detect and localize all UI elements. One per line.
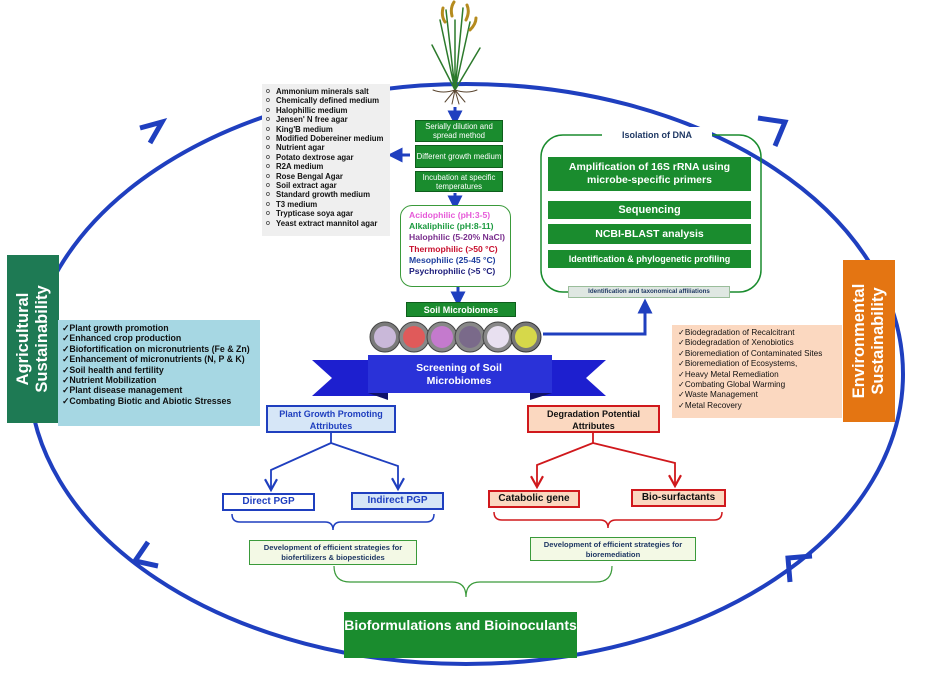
environmental-benefit-item: Biodegradation of Recalcitrant xyxy=(678,328,838,338)
agricultural-benefit-item: Biofortification on micronutrients (Fe &… xyxy=(62,344,256,354)
soil-microbiomes-label: Soil Microbiomes xyxy=(406,302,516,317)
bioremediation-strategies-box: Development of efficient strategies for … xyxy=(530,537,696,561)
growth-medium-item: R2A medium xyxy=(266,162,388,172)
bracket-pgp xyxy=(231,513,435,531)
arrow-to-dna xyxy=(543,298,653,336)
environmental-benefit-item: Metal Recovery xyxy=(678,401,838,411)
growth-medium-item: Halophillic medium xyxy=(266,106,388,116)
environmental-benefit-item: Biodegradation of Xenobiotics xyxy=(678,338,838,348)
growth-conditions: Acidophilic (pH:3-5)Alkaliphilic (pH:8-1… xyxy=(400,205,511,287)
agricultural-benefit-item: Nutrient Mobilization xyxy=(62,375,256,385)
growth-condition-item: Halophilic (5-20% NaCl) xyxy=(409,232,505,243)
agricultural-benefit-item: Soil health and fertility xyxy=(62,365,256,375)
growth-medium-item: Trypticase soya agar xyxy=(266,209,388,219)
environmental-benefit-item: Bioremediation of Ecosystems, xyxy=(678,359,838,369)
growth-medium-item: Modified Dobereiner medium xyxy=(266,134,388,144)
growth-medium-item: Rose Bengal Agar xyxy=(266,172,388,182)
degradation-attributes-box: Degradation Potential Attributes xyxy=(527,405,660,433)
direct-pgp-box: Direct PGP xyxy=(222,493,315,511)
screening-label: Screening of Soil Microbiomes xyxy=(416,362,502,387)
pgp-strategies-box: Development of efficient strategies for … xyxy=(249,540,417,565)
growth-medium-item: Soil extract agar xyxy=(266,181,388,191)
taxonomical-affiliations: Identification and taxonomical affiliati… xyxy=(568,286,730,298)
step-incubation: Incubation at specific temperatures xyxy=(415,171,503,192)
environmental-title: Environmental Sustainability xyxy=(850,283,887,399)
growth-medium-item: King'B medium xyxy=(266,125,388,135)
catabolic-gene-box: Catabolic gene xyxy=(488,490,580,508)
bracket-bioformulations xyxy=(333,565,613,598)
petri-dish-icon xyxy=(369,321,542,353)
agricultural-benefit-item: Plant disease management xyxy=(62,385,256,395)
cycle-arrow-top-left xyxy=(139,118,168,145)
cycle-arrow-bottom-right xyxy=(785,553,813,583)
dna-step-identification: Identification & phylogenetic profiling xyxy=(548,250,751,268)
step-serial-dilution: Serially dilution and spread method xyxy=(415,120,503,142)
growth-medium-item: Jensen' N free agar xyxy=(266,115,388,125)
growth-condition-item: Mesophilic (25-45 °C) xyxy=(409,254,496,265)
environmental-benefit-item: Combating Global Warming xyxy=(678,380,838,390)
growth-condition-item: Acidophilic (pH:3-5) xyxy=(409,210,491,220)
agricultural-title: Agricultural Sustainability xyxy=(14,285,51,393)
agricultural-benefit-item: Enhancement of micronutrients (N, P & K) xyxy=(62,354,256,364)
growth-medium-item: Yeast extract mannitol agar xyxy=(266,219,388,229)
agricultural-benefits-list: Plant growth promotionEnhanced crop prod… xyxy=(58,320,260,426)
growth-medium-item: Ammonium minerals salt xyxy=(266,87,388,97)
agricultural-benefit-item: Plant growth promotion xyxy=(62,323,256,333)
growth-condition-item: Psychrophilic (>5 °C) xyxy=(409,266,496,277)
growth-medium-item: Nutrient agar xyxy=(266,143,388,153)
dna-isolation-title: Isolation of DNA xyxy=(602,127,712,143)
growth-medium-item: Chemically defined medium xyxy=(266,96,388,106)
dna-step-amplification: Amplification of 16S rRNA using microbe-… xyxy=(548,157,751,191)
cycle-arrow-bottom-left xyxy=(130,540,159,569)
growth-medium-item: T3 medium xyxy=(266,200,388,210)
arrow-deg-to-catabolic xyxy=(530,433,594,490)
growth-medium-item: Standard growth medium xyxy=(266,190,388,200)
step-growth-medium: Different growth medium xyxy=(415,145,503,168)
growth-condition-item: Thermophilic (>50 °C) xyxy=(409,243,498,254)
dna-step-blast: NCBI-BLAST analysis xyxy=(548,224,751,244)
cycle-arrow-top-right xyxy=(757,115,789,147)
environmental-benefit-item: Heavy Metal Remediation xyxy=(678,370,838,380)
indirect-pgp-box: Indirect PGP xyxy=(351,492,444,510)
growth-medium-item: Potato dextrose agar xyxy=(266,153,388,163)
arrow-deg-to-biosurf xyxy=(592,442,682,489)
agricultural-benefit-item: Enhanced crop production xyxy=(62,333,256,343)
environmental-benefits-list: Biodegradation of RecalcitrantBiodegrada… xyxy=(672,325,842,418)
bioformulations-box: Bioformulations and Bioinoculants xyxy=(344,612,577,658)
screening-banner xyxy=(312,355,606,400)
environmental-benefit-item: Waste Management xyxy=(678,390,838,400)
growth-media-list: Ammonium minerals saltChemically defined… xyxy=(262,84,390,236)
bracket-deg xyxy=(493,511,723,529)
environmental-sustainability-band: Environmental Sustainability xyxy=(843,260,895,422)
environmental-benefit-item: Bioremediation of Contaminated Sites xyxy=(678,349,838,359)
agricultural-benefit-item: Combating Biotic and Abiotic Stresses xyxy=(62,396,256,406)
agricultural-sustainability-band: Agricultural Sustainability xyxy=(7,255,59,423)
pgp-attributes-box: Plant Growth Promoting Attributes xyxy=(266,405,396,433)
arrow-pgp-to-direct xyxy=(264,433,332,493)
biosurfactants-box: Bio-surfactants xyxy=(631,489,726,507)
arrow-pgp-to-indirect xyxy=(330,442,405,492)
dna-step-sequencing: Sequencing xyxy=(548,201,751,219)
plant-icon xyxy=(431,0,481,105)
growth-condition-item: Alkaliphilic (pH:8-11) xyxy=(409,221,494,232)
